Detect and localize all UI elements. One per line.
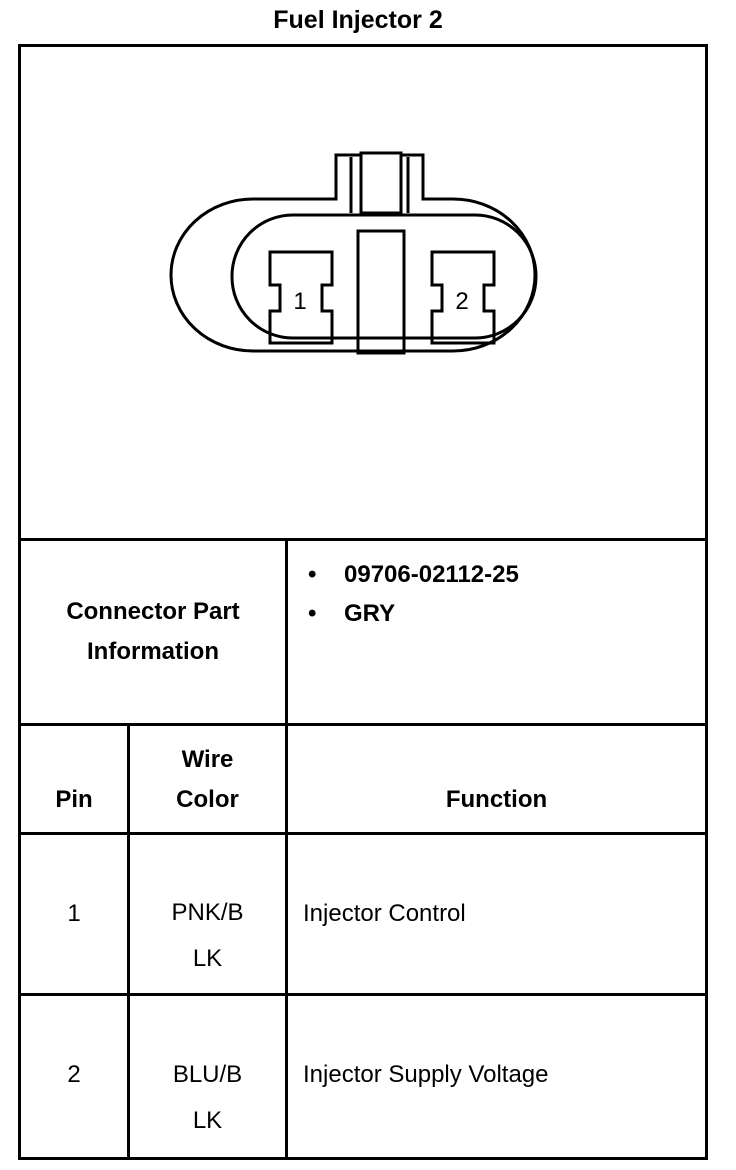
- connector-color: GRY: [344, 600, 396, 627]
- row1-function: Injector Control: [303, 900, 466, 927]
- header-pin: Pin: [55, 786, 93, 813]
- header-wire-color-line2: Color: [176, 786, 239, 813]
- bullet-icon: •: [308, 600, 317, 627]
- connector-face-diagram: 1 2: [169, 151, 538, 355]
- row1-pin: 1: [67, 900, 81, 927]
- divider-row1-bottom: [18, 993, 708, 996]
- part-number: 09706-02112-25: [344, 561, 519, 588]
- divider-header-bottom: [18, 832, 708, 835]
- row2-wire-line2: LK: [192, 1107, 223, 1134]
- part-info-item: • GRY: [288, 594, 704, 633]
- part-info-label: Connector Part Information: [21, 541, 285, 723]
- pin-label-1: 1: [293, 288, 306, 315]
- part-info-list: • 09706-02112-25 • GRY: [288, 555, 704, 633]
- header-wire-color: Wire Color: [130, 740, 285, 820]
- part-info-label-line2: Information: [87, 638, 219, 665]
- bullet-icon: •: [308, 561, 317, 588]
- connector-outer-shell: [169, 153, 537, 353]
- row1-wire-color: PNK/B LK: [130, 890, 285, 980]
- latch-tab: [359, 151, 403, 215]
- divider-partinfo-bottom: [18, 723, 708, 726]
- connector-center-key: [356, 229, 406, 355]
- row1-wire-line2: LK: [192, 945, 223, 972]
- row2-wire-line1: BLU/B: [172, 1061, 243, 1088]
- row2-function: Injector Supply Voltage: [303, 1061, 549, 1088]
- row1-wire-line1: PNK/B: [171, 899, 244, 926]
- pin-cavity-1: [268, 250, 334, 345]
- pin-label-2: 2: [455, 288, 468, 315]
- divider-diagram-bottom: [18, 538, 708, 541]
- pinout-frame: [18, 44, 708, 1160]
- connector-inner-outline: [230, 213, 538, 340]
- part-info-label-line1: Connector Part: [66, 598, 240, 625]
- divider-col-wire: [127, 723, 130, 1160]
- part-info-item: • 09706-02112-25: [288, 555, 704, 594]
- header-function: Function: [445, 786, 548, 813]
- page-title: Fuel Injector 2: [273, 6, 443, 34]
- pin-cavity-2: [430, 250, 496, 345]
- divider-col-function: [285, 538, 288, 1160]
- header-wire-color-line1: Wire: [181, 746, 234, 773]
- row2-pin: 2: [67, 1061, 81, 1088]
- row2-wire-color: BLU/B LK: [130, 1052, 285, 1142]
